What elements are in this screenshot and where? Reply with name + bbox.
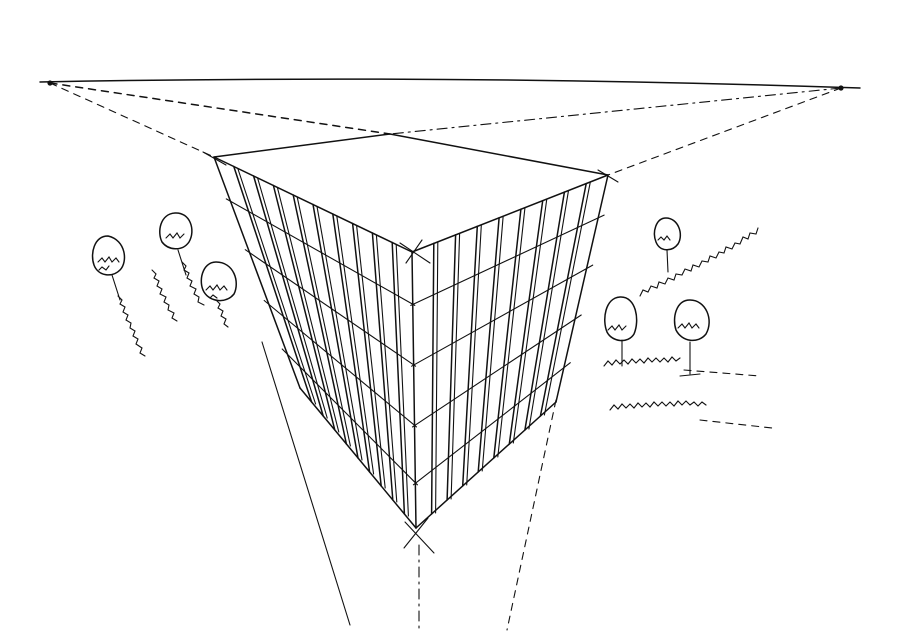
left-floor-line — [263, 299, 418, 428]
left-mullion — [316, 205, 363, 461]
left-mullion — [272, 184, 336, 431]
left-facade-mullions — [233, 165, 409, 517]
left-mullion — [356, 224, 386, 489]
ground-scrub-right-1 — [603, 356, 681, 367]
right-mullion — [543, 182, 591, 416]
hedge-left-2 — [151, 269, 178, 322]
base-corner-tick-a — [404, 521, 435, 554]
ground-dash-right-2 — [699, 419, 773, 429]
left-mullion — [233, 165, 313, 403]
right-mullion — [466, 224, 482, 486]
left-mullion — [276, 186, 340, 433]
roof-outline — [213, 133, 609, 253]
construction-lines — [49, 82, 842, 631]
left-mullion — [395, 243, 409, 517]
right-mullion — [477, 217, 500, 473]
guide-vertical-left — [261, 341, 351, 626]
left-mullion — [371, 232, 394, 501]
roof-corner-tick-front-b — [405, 239, 423, 264]
hedge-left-3 — [181, 261, 205, 306]
hedge-left-4 — [215, 299, 229, 328]
tree-left-2 — [159, 212, 193, 276]
guide-vpl-top-back — [49, 82, 391, 135]
tree-right-2 — [604, 296, 638, 367]
tree-left-1 — [91, 235, 126, 301]
left-mullion — [351, 222, 382, 487]
hedge-right-diagonal — [639, 227, 759, 297]
right-floor-line — [412, 362, 571, 486]
right-mullion — [461, 225, 479, 487]
left-mullion — [237, 167, 317, 405]
tree-right-1 — [653, 217, 682, 273]
right-floor-line — [410, 214, 605, 306]
left-mullion — [336, 215, 375, 475]
tree-right-3 — [673, 299, 710, 377]
right-floor-line — [411, 264, 594, 367]
hedge-left-1 — [117, 295, 146, 357]
guide-vpr-top-back — [389, 87, 842, 135]
left-mullion — [296, 196, 351, 447]
right-floor-line — [411, 314, 582, 428]
left-mullion — [292, 194, 348, 445]
ground-dash-right-1 — [683, 369, 761, 377]
left-vegetation — [91, 212, 237, 357]
roof-corner-tick-front-a — [399, 242, 431, 264]
guide-vpr-top-right — [607, 87, 842, 176]
right-mullion — [508, 199, 544, 445]
guide-vpl-top-left — [49, 82, 215, 158]
right-mullion — [446, 234, 457, 501]
tree-left-3 — [200, 261, 237, 302]
right-mullion — [497, 207, 526, 458]
left-facade-floor-lines — [225, 198, 418, 486]
left-mullion — [312, 203, 359, 459]
left-mullion — [332, 213, 371, 473]
base-corner-tick-b — [403, 517, 429, 549]
left-mullion — [252, 175, 324, 417]
building — [202, 133, 619, 554]
right-mullion — [524, 191, 566, 431]
right-mullion — [493, 208, 522, 459]
left-floor-line — [281, 348, 418, 486]
left-floor-line — [225, 198, 416, 306]
left-mullion — [257, 177, 328, 419]
guide-vertical-right — [506, 399, 557, 631]
right-mullion — [435, 241, 439, 514]
horizon — [39, 78, 861, 91]
wall-front-edge — [411, 251, 417, 529]
wall-bottom-right — [415, 401, 557, 529]
left-floor-line — [244, 249, 417, 367]
right-mullion — [430, 242, 435, 515]
right-facade-floor-lines — [410, 214, 605, 486]
ground-scrub-right-2 — [609, 400, 707, 411]
left-mullion — [375, 234, 398, 503]
wall-right-edge — [555, 174, 609, 403]
left-mullion — [391, 241, 406, 515]
horizon-line — [39, 78, 861, 89]
right-mullion — [539, 182, 587, 417]
right-vegetation — [603, 217, 773, 429]
right-mullion — [450, 233, 461, 500]
wall-left-edge — [213, 156, 301, 389]
